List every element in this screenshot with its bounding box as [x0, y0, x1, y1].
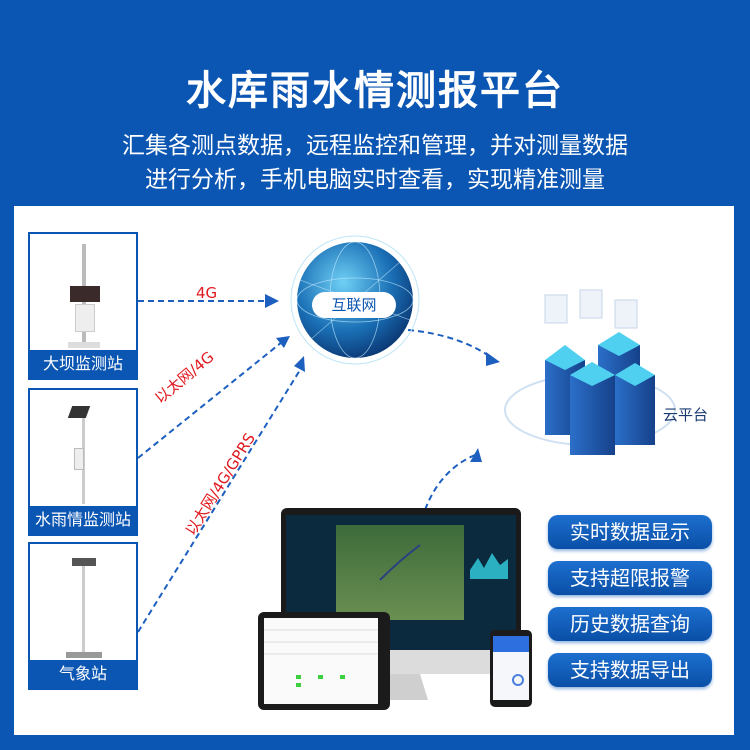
arrow-icons	[265, 294, 500, 462]
station-label: 气象站	[30, 660, 136, 688]
desktop-monitor-image	[281, 508, 521, 700]
cloud-platform-icon	[504, 289, 676, 455]
feature-data-export: 支持数据导出	[548, 653, 712, 687]
page-title: 水库雨水情测报平台	[186, 68, 564, 114]
link-label-4g: 4G	[196, 284, 218, 302]
tablet-image	[258, 612, 390, 710]
dam-station-image	[30, 234, 136, 350]
subtitle-line-2: 进行分析，手机电脑实时查看，实现精准测量	[145, 167, 605, 193]
station-hydro-rain: 水雨情监测站	[28, 388, 138, 536]
internet-globe-icon	[290, 235, 420, 365]
weather-station-image	[30, 544, 136, 660]
feature-realtime-display: 实时数据显示	[548, 515, 712, 549]
hydro-station-image	[30, 390, 136, 506]
station-label: 水雨情监测站	[30, 506, 136, 534]
phone-image	[490, 630, 532, 707]
station-dam: 大坝监测站	[28, 232, 138, 380]
connection-lines	[137, 300, 493, 633]
feature-history-query: 历史数据查询	[548, 607, 712, 641]
subtitle-line-1: 汇集各测点数据，远程监控和管理，并对测量数据	[122, 133, 628, 159]
cloud-platform-label: 云平台	[663, 406, 709, 424]
station-label: 大坝监测站	[30, 350, 136, 378]
internet-label: 互联网	[331, 296, 377, 314]
station-weather: 气象站	[28, 542, 138, 690]
feature-over-limit-alarm: 支持超限报警	[548, 561, 712, 595]
